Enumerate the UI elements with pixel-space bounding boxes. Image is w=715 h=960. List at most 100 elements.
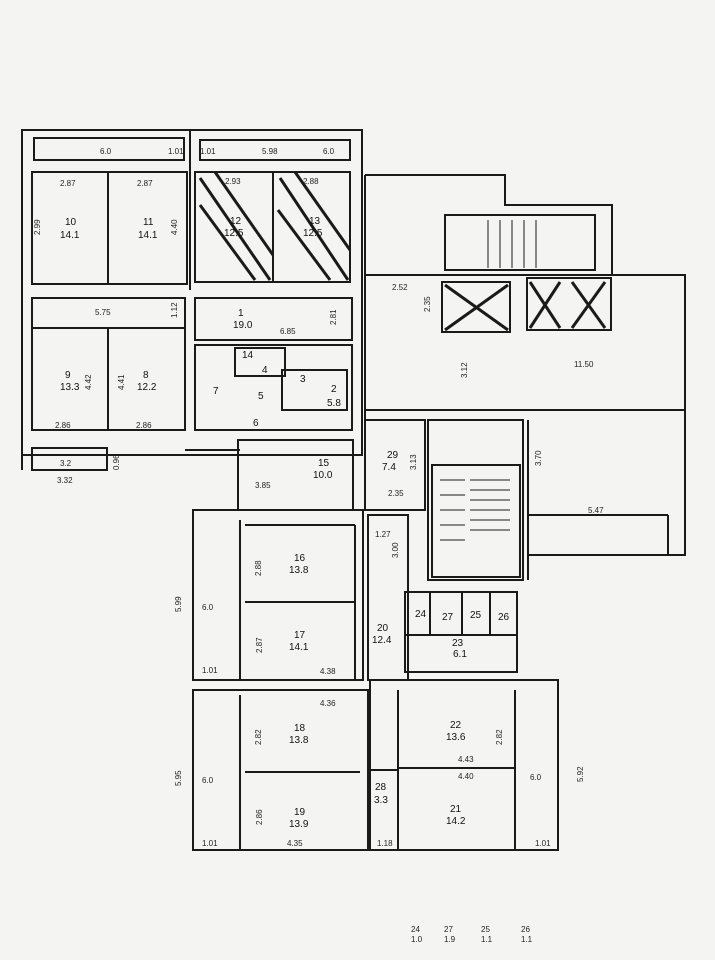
dimension: 6.0 (202, 776, 214, 785)
dimension: 1.01 (202, 666, 218, 675)
room-number: 2 (331, 384, 337, 395)
dimension: 4.43 (458, 755, 474, 764)
dimension: 2.82 (254, 729, 263, 745)
room-area: 7.4 (382, 462, 396, 473)
room-area: 13.9 (289, 819, 309, 830)
dimension: 2.87 (60, 179, 76, 188)
room-number: 20 (377, 623, 389, 634)
room-number: 15 (318, 458, 330, 469)
dimension: 3.32 (57, 476, 73, 485)
room-number: 1 (238, 308, 244, 319)
room-number: 17 (294, 630, 306, 641)
dimension: 5.47 (588, 506, 604, 515)
hatching (198, 171, 607, 332)
room-number: 8 (143, 370, 149, 381)
dimension: 2.52 (392, 283, 408, 292)
room-area: 14.2 (446, 816, 466, 827)
room-number: 25 (470, 610, 482, 621)
dimension: 2.88 (254, 560, 263, 576)
dimension: 6.85 (280, 327, 296, 336)
walls (21, 129, 686, 851)
room-area: 14.1 (60, 230, 80, 241)
room-number: 27 (442, 612, 454, 623)
dimension: 3.12 (460, 362, 469, 378)
room-number: 12 (230, 216, 242, 227)
room-area: 13.8 (289, 565, 309, 576)
dimension: 1.01 (202, 839, 218, 848)
room-area: 14.1 (138, 230, 158, 241)
room-number: 16 (294, 553, 306, 564)
dimension: 4.35 (287, 839, 303, 848)
room-number: 21 (450, 804, 462, 815)
dimension: 6.0 (530, 773, 542, 782)
dimension: 0.96 (112, 454, 121, 470)
dimension: 4.38 (320, 667, 336, 676)
room-number: 26 (498, 612, 510, 623)
room-area: 5.8 (327, 398, 341, 409)
room-number: 11 (143, 217, 154, 228)
dimension: 2.87 (137, 179, 153, 188)
dimension: 11.50 (574, 360, 594, 369)
dimension: 3.00 (391, 542, 400, 558)
dimension: 6.0 (202, 603, 214, 612)
room-labels: 10 14.1 11 14.1 12 12.5 13 12.5 9 13.3 8… (60, 216, 510, 830)
legend-number: 25 (481, 925, 490, 934)
dimension: 1.01 (200, 147, 216, 156)
room-number: 24 (415, 609, 427, 620)
dimension: 1.27 (375, 530, 391, 539)
stairs (440, 220, 537, 541)
room-number: 7 (213, 386, 219, 397)
dimension: 2.99 (33, 219, 42, 235)
legend-area: 1.0 (411, 935, 423, 944)
dimension: 4.42 (84, 374, 93, 390)
room-number: 18 (294, 723, 306, 734)
room-area: 12.4 (372, 635, 392, 646)
dimension: 6.0 (100, 147, 112, 156)
room-number: 29 (387, 450, 399, 461)
room-area: 14.1 (289, 642, 309, 653)
dimension: 3.85 (255, 481, 271, 490)
legend-number: 24 (411, 925, 420, 934)
dimension: 1.01 (535, 839, 551, 848)
dimension: 1.18 (377, 839, 393, 848)
room-number: 4 (262, 365, 268, 376)
room-number: 3 (300, 374, 306, 385)
dimension: 2.35 (423, 296, 432, 312)
dimension: 2.82 (495, 729, 504, 745)
legend-number: 27 (444, 925, 453, 934)
bottom-legend: 24 1.0 27 1.9 25 1.1 26 1.1 (411, 925, 533, 944)
room-number: 22 (450, 720, 462, 731)
room-number: 9 (65, 370, 71, 381)
room-number: 14 (242, 350, 254, 361)
dimension: 3.70 (534, 450, 543, 466)
dimension: 1.12 (170, 302, 179, 318)
dimension: 2.93 (225, 177, 241, 186)
dimension: 4.36 (320, 699, 336, 708)
dimension: 2.86 (255, 809, 264, 825)
room-area: 13.6 (446, 732, 466, 743)
room-number: 23 (452, 638, 464, 649)
dimension: 5.75 (95, 308, 111, 317)
room-area: 10.0 (313, 470, 333, 481)
dimension: 2.88 (303, 177, 319, 186)
dimension: 2.86 (55, 421, 71, 430)
legend-area: 1.1 (481, 935, 493, 944)
dimension: 2.87 (255, 637, 264, 653)
legend-number: 26 (521, 925, 530, 934)
dimension: 4.40 (170, 219, 179, 235)
room-number: 13 (309, 216, 321, 227)
dimension-labels: 6.0 1.01 1.01 5.98 6.0 2.87 2.87 2.93 2.… (33, 147, 604, 848)
dimension: 4.41 (117, 374, 126, 390)
room-number: 6 (253, 418, 259, 429)
room-number: 19 (294, 807, 306, 818)
legend-area: 1.1 (521, 935, 533, 944)
dimension: 3.2 (60, 459, 72, 468)
room-number: 28 (375, 782, 387, 793)
dimension: 3.13 (409, 454, 418, 470)
dimension: 5.99 (174, 596, 183, 612)
dimension: 2.86 (136, 421, 152, 430)
room-area: 13.8 (289, 735, 309, 746)
dimension: 5.98 (262, 147, 278, 156)
room-area: 3.3 (374, 795, 388, 806)
